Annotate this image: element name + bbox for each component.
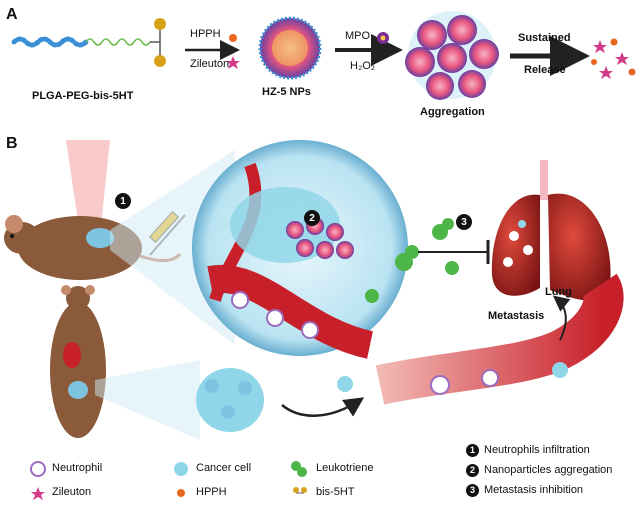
metastasis-label: Metastasis: [488, 310, 545, 322]
step-label: Metastasis inhibition: [484, 484, 584, 496]
bis-5ht-head: [150, 18, 166, 67]
step-label: Nanoparticles aggregation: [484, 464, 613, 476]
legend-neutrophil: Neutrophil: [52, 462, 102, 474]
zileuton-star: [226, 56, 240, 69]
hpph-dot: [229, 34, 237, 42]
polymer-label: PLGA-PEG-bis-5HT: [32, 90, 134, 102]
legend-cancer-cell: Cancer cell: [196, 462, 251, 474]
legend-label: HPPH: [196, 486, 227, 498]
tumor-cluster-bottom: [196, 368, 264, 432]
step-badge-3: 3: [456, 214, 472, 230]
np-label: HZ-5 NPs: [262, 86, 311, 98]
legend-hpph: HPPH: [196, 486, 227, 498]
h2o2-label: H₂O₂: [350, 60, 376, 72]
mpo-label: MPO: [345, 30, 371, 42]
step-label: Neutrophils infiltration: [484, 444, 590, 456]
step-number: 2: [466, 463, 479, 477]
legend-label: Leukotriene: [316, 462, 374, 474]
laser-beam: [66, 140, 110, 235]
legend-label: Neutrophil: [52, 462, 103, 474]
legend-label: Zileuton: [52, 486, 92, 498]
metastasis-arrow: [552, 295, 571, 341]
legend-zileuton: Zileuton: [52, 486, 91, 498]
legend-leukotriene: Leukotriene: [316, 462, 374, 474]
legend-label: bis-5HT: [316, 486, 355, 498]
steps-list: 1 Neutrophils infiltration 2 Nanoparticles…: [466, 440, 612, 500]
circulation-arrow: [281, 397, 365, 417]
peg-chain: [85, 38, 151, 46]
lung-label: Lung: [545, 286, 572, 298]
step-item-1: 1 Neutrophils infiltration: [466, 440, 612, 460]
aggregation-cluster: [405, 11, 499, 100]
panel-a-letter: A: [6, 6, 18, 23]
step-item-3: 3 Metastasis inhibition: [466, 480, 612, 500]
plga-chain: [11, 36, 89, 48]
release-label-1: Sustained: [518, 32, 571, 44]
step-item-2: 2 Nanoparticles aggregation: [466, 460, 612, 480]
hpph-load-label: HPPH: [190, 28, 221, 40]
mouse-bottom: [50, 285, 106, 438]
step-number: 3: [466, 483, 479, 497]
step-number: 1: [466, 443, 479, 457]
tumor-bubble: [192, 140, 408, 359]
zileuton-load-label: Zileuton: [190, 58, 230, 70]
legend-icons: [30, 461, 307, 500]
legend-bis-5ht: bis-5HT: [316, 486, 355, 498]
leukotriene-cluster: [365, 218, 459, 303]
release-label-2: Release: [524, 64, 566, 76]
released-drugs: [591, 38, 636, 79]
zoom-cone-bottom: [95, 360, 200, 440]
legend-label: Cancer cell: [196, 462, 252, 474]
panel-b-letter: B: [6, 135, 18, 152]
blood-vessel: [375, 273, 624, 405]
hz5-nanoparticle: [258, 16, 322, 80]
step-badge-1: 1: [115, 193, 131, 209]
step-badge-2: 2: [304, 210, 320, 226]
aggregation-label: Aggregation: [420, 106, 485, 118]
lungs-icon: [491, 160, 611, 301]
